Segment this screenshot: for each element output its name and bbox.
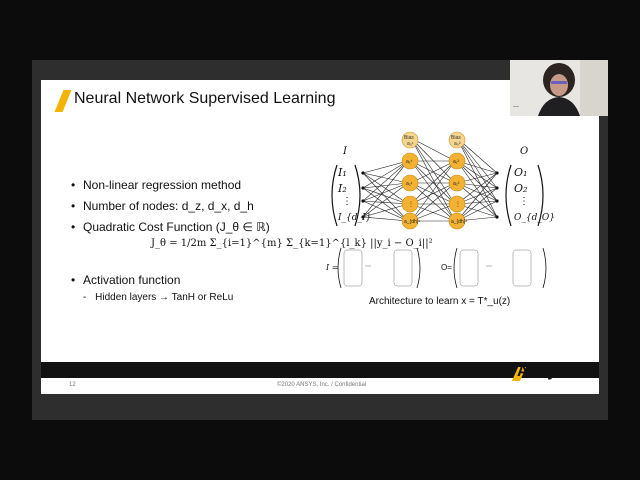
slide: Neural Network Supervised Learning • Non… [41, 80, 599, 394]
webcam-dash: — [513, 104, 519, 110]
output-vector-entry: O_{d_O} [514, 213, 555, 223]
hidden-node [448, 212, 466, 230]
output-vector-entry: O₂ [514, 182, 527, 195]
hidden-node [401, 152, 419, 170]
sub-bullet-dash: - [83, 292, 87, 303]
hidden-node [401, 212, 419, 230]
bullet-dot: • [71, 273, 76, 287]
output-label: O [520, 146, 528, 157]
bullet-text: Activation function [83, 273, 181, 287]
webcam-thumbnail[interactable] [510, 60, 608, 116]
hidden-node [448, 174, 466, 192]
node-label: a₁² [453, 159, 459, 165]
input-point [361, 199, 365, 203]
input-vector-entry: ⋮ [342, 196, 352, 207]
ansys-logo: Ansys [517, 363, 566, 380]
bullet-dot: • [71, 178, 76, 192]
output-point [495, 199, 499, 203]
bias-sub: a₀² [454, 141, 461, 147]
bias-node [448, 131, 466, 149]
input-point [361, 215, 365, 219]
svg-text:⋯: ⋯ [365, 264, 371, 270]
bullet-text: Quadratic Cost Function (J_θ ∈ ℝ) [83, 220, 270, 234]
node-label: a_{dh}¹ [404, 219, 420, 225]
node-label: a₂¹ [406, 181, 413, 187]
input-point [361, 186, 365, 190]
output-point [495, 171, 499, 175]
hidden-node [401, 195, 419, 213]
input-vector-entry: I₂ [337, 182, 347, 195]
sub-bullet: - Hidden layers → TanH or ReLu [83, 292, 233, 303]
bias-node [401, 131, 419, 149]
diagram-caption: Architecture to learn x = T*_u(z) [369, 296, 511, 307]
node-label: ⋮ [408, 202, 414, 208]
connections [362, 137, 498, 222]
output-point [495, 186, 499, 190]
output-vector-entry: ⋮ [519, 196, 529, 207]
svg-text:⋯: ⋯ [486, 264, 492, 270]
bias-label: Bias [404, 135, 414, 141]
presenter-avatar-icon [510, 60, 608, 116]
input-vector-entry: I₁ [337, 166, 347, 179]
hidden-node [401, 174, 419, 192]
matrix-I-label: I = [325, 263, 338, 272]
page-number: 12 [69, 382, 76, 388]
node-label: a₂² [453, 181, 460, 187]
input-point [361, 171, 365, 175]
bias-label: Bias [451, 135, 461, 141]
bullet-dot: • [71, 199, 76, 213]
bullet-dot: • [71, 220, 76, 234]
footer-bar [41, 362, 599, 378]
bullet-text: Number of nodes: d_z, d_x, d_h [83, 199, 254, 213]
node-label: ⋮ [455, 202, 461, 208]
node-label: a_{dh}² [451, 219, 467, 225]
node-label: a₁¹ [406, 159, 412, 165]
slide-title: Neural Network Supervised Learning [74, 90, 336, 107]
output-vector-entry: O₁ [514, 166, 527, 179]
input-vector-entry: I_{d_I} [337, 213, 371, 223]
hidden-node [448, 195, 466, 213]
sub-bullet-text: Hidden layers → TanH or ReLu [95, 292, 234, 303]
bullet-text: Non-linear regression method [83, 178, 242, 192]
output-point [495, 215, 499, 219]
cost-function-formula: J_θ = 1/2m Σ_{i=1}^{m} Σ_{k=1}^{l_k} ||y… [151, 238, 433, 249]
matrix-O-label: O= [441, 263, 452, 272]
input-label: I [342, 146, 348, 157]
bias-sub: a₀¹ [407, 141, 414, 147]
footer-copyright: ©2020 ANSYS, Inc. / Confidential [277, 382, 367, 388]
hidden-node [448, 152, 466, 170]
network-diagram: I O I₁ I₂ ⋮ I_{d_I} O₁ O₂ ⋮ O_{d_O} [325, 131, 555, 289]
